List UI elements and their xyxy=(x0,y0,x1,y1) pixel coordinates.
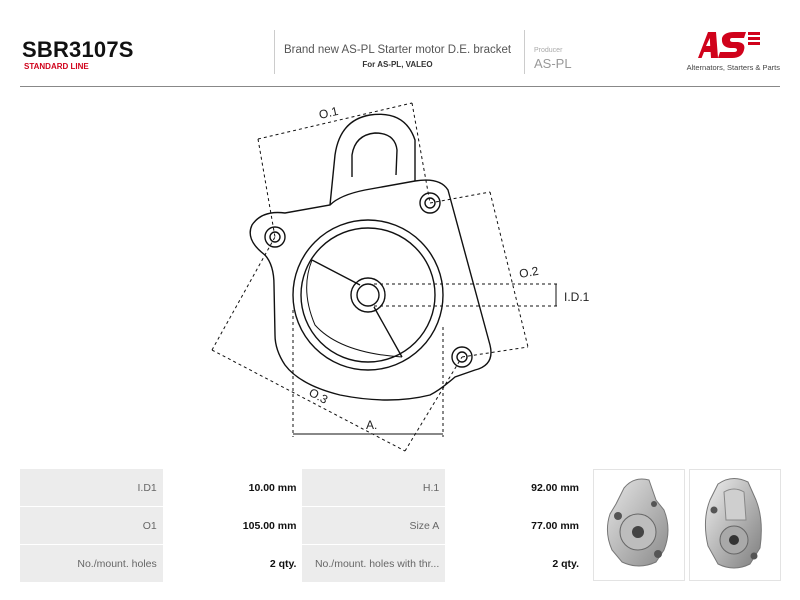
dim-label-o3: O.3 xyxy=(307,385,331,407)
bore-inner xyxy=(356,283,380,307)
bracket-photo-back-icon xyxy=(704,478,762,569)
spec-value: 10.00 mm xyxy=(162,469,303,507)
logo-tagline: Alternators, Starters & Parts xyxy=(686,63,780,72)
flange-outline xyxy=(249,179,492,401)
spec-value: 77.00 mm xyxy=(445,506,585,545)
technical-drawing: O.1 O.2 I.D.1 O.3 A. xyxy=(190,95,610,470)
dim-label-id1: I.D.1 xyxy=(564,290,590,304)
housing-inner xyxy=(300,227,436,363)
bracket-photo-front-icon xyxy=(606,478,669,567)
as-logo: AS xyxy=(690,28,765,67)
top-lug-inner xyxy=(351,132,398,177)
header-rule xyxy=(20,86,780,87)
housing-cutout xyxy=(311,259,403,358)
spec-label: O1 xyxy=(20,506,163,545)
product-photo-front[interactable] xyxy=(593,469,685,581)
spec-label: No./mount. holes xyxy=(20,544,163,583)
spec-label: I.D1 xyxy=(20,469,163,507)
as-logo-icon: AS xyxy=(698,32,760,58)
part-compatibility: For AS-PL, VALEO xyxy=(362,60,433,69)
top-lug-outline xyxy=(329,113,416,206)
dim-label-o1: O.1 xyxy=(318,104,340,122)
producer-value: AS-PL xyxy=(534,56,572,71)
spec-label: H.1 xyxy=(302,469,446,507)
spec-value: 2 qty. xyxy=(445,544,585,583)
product-photo-back[interactable] xyxy=(689,469,781,581)
table-row: I.D1 10.00 mm H.1 92.00 mm xyxy=(20,469,585,507)
dim-label-o2: O.2 xyxy=(518,264,540,281)
header-divider xyxy=(524,30,525,74)
mount-hole-top xyxy=(419,192,441,214)
part-description: Brand new AS-PL Starter motor D.E. brack… xyxy=(283,44,512,56)
bore-outer xyxy=(350,277,386,313)
housing-outer xyxy=(292,219,444,371)
header: SBR3107S STANDARD LINE Brand new AS-PL S… xyxy=(0,0,800,88)
product-line: STANDARD LINE xyxy=(24,62,89,71)
spec-label: No./mount. holes with thr... xyxy=(302,544,446,583)
producer-label: Producer xyxy=(534,47,563,54)
mount-hole-left xyxy=(264,226,286,248)
table-row: No./mount. holes 2 qty. No./mount. holes… xyxy=(20,544,585,583)
dim-label-a: A. xyxy=(366,418,377,432)
table-row: O1 105.00 mm Size A 77.00 mm xyxy=(20,506,585,545)
spec-value: 92.00 mm xyxy=(445,469,585,507)
spec-value: 2 qty. xyxy=(162,544,303,583)
spec-table: I.D1 10.00 mm H.1 92.00 mm O1 105.00 mm … xyxy=(20,469,585,583)
mount-hole-bottom xyxy=(451,346,473,368)
part-code: SBR3107S xyxy=(22,37,134,62)
spec-value: 105.00 mm xyxy=(162,506,303,545)
bracket-drawing: O.1 O.2 I.D.1 O.3 A. xyxy=(211,102,590,452)
spec-label: Size A xyxy=(302,506,446,545)
header-divider xyxy=(274,30,275,74)
